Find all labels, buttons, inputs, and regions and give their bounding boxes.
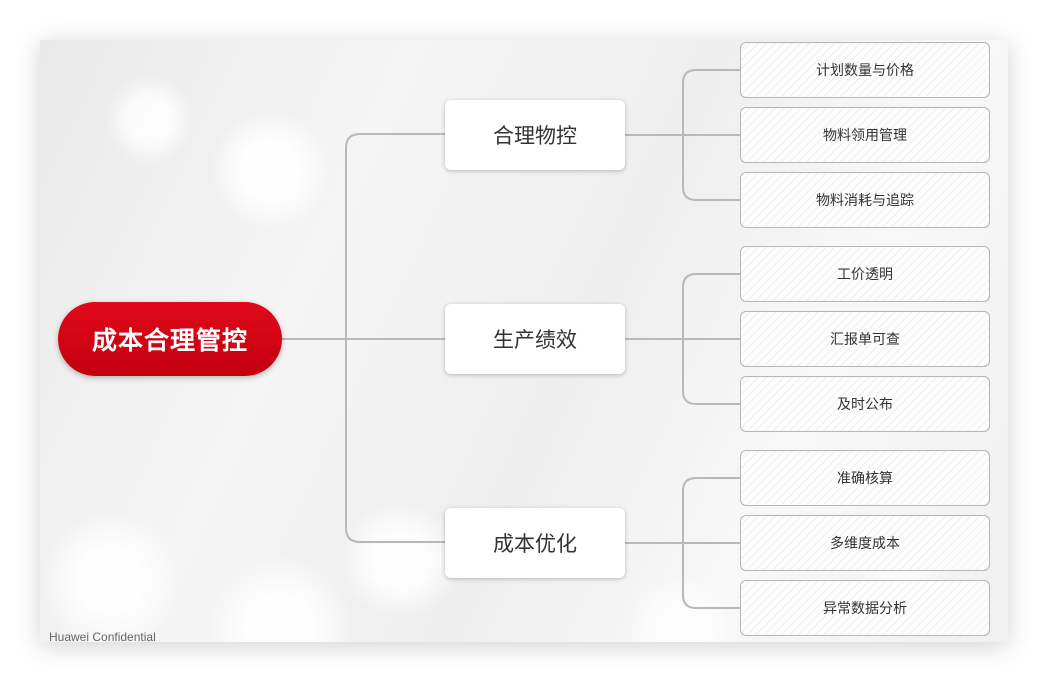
branch-node-production-performance: 生产绩效 [445, 304, 625, 374]
trunk-connector [345, 133, 445, 543]
leaf-node: 准确核算 [740, 450, 990, 506]
leaf-node: 异常数据分析 [740, 580, 990, 636]
branch-1-leaves-connector [682, 69, 740, 201]
branch-3-leaves-connector [682, 477, 740, 609]
branch-node-cost-optimization: 成本优化 [445, 508, 625, 578]
leaf-node: 物料消耗与追踪 [740, 172, 990, 228]
leaf-node: 及时公布 [740, 376, 990, 432]
connector-lines [282, 69, 740, 609]
leaf-node: 工价透明 [740, 246, 990, 302]
branch-node-material-control: 合理物控 [445, 100, 625, 170]
leaf-node: 计划数量与价格 [740, 42, 990, 98]
slide: 成本合理管控 合理物控 生产绩效 成本优化 计划数量与价格 物料领用管理 物料消… [40, 40, 1008, 642]
footer-confidential-label: Huawei Confidential [49, 630, 156, 642]
leaf-node: 汇报单可查 [740, 311, 990, 367]
leaf-node: 物料领用管理 [740, 107, 990, 163]
branch-2-leaves-connector [682, 273, 740, 405]
root-node: 成本合理管控 [58, 302, 282, 376]
leaf-node: 多维度成本 [740, 515, 990, 571]
